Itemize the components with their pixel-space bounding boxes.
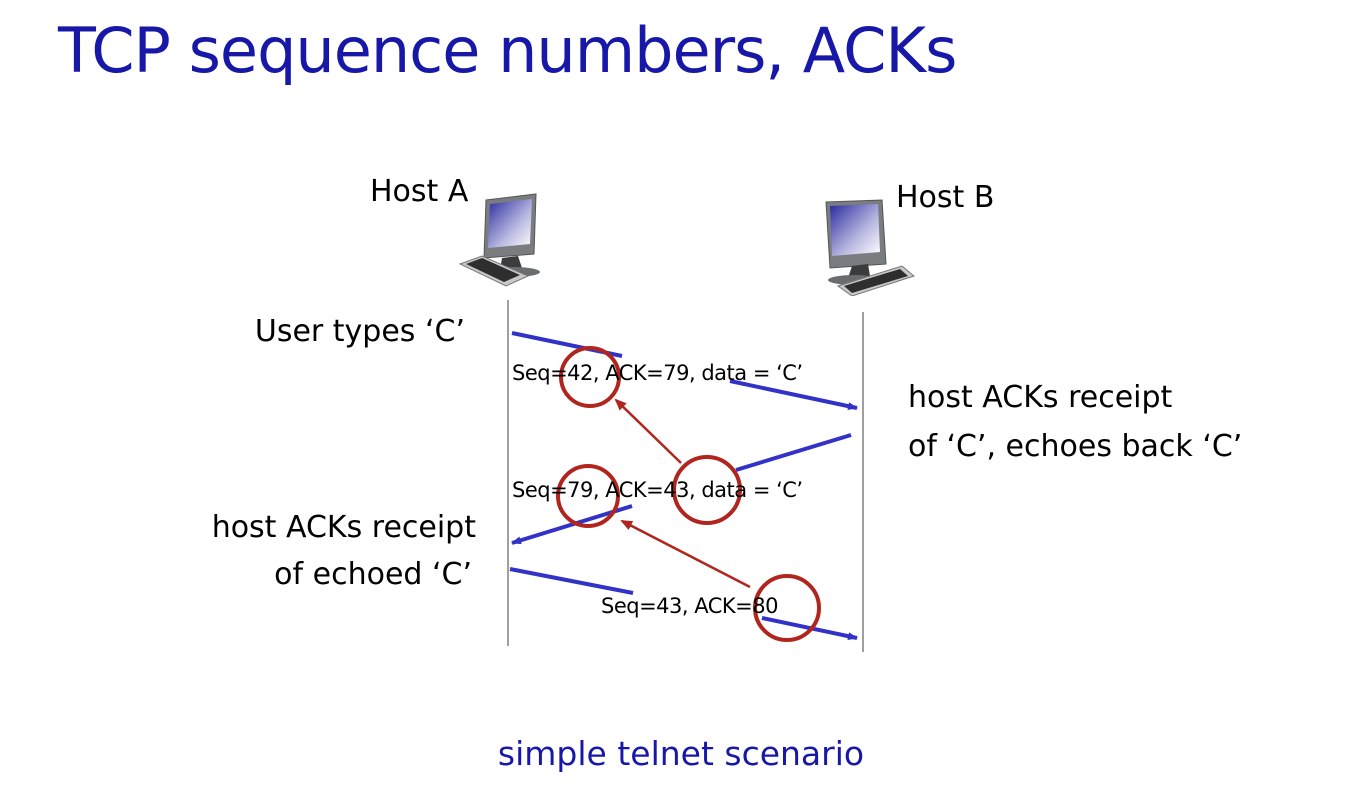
message-2-label: Seq=79, ACK=43, data = ‘C’ [512, 478, 803, 502]
user-types-label: User types ‘C’ [254, 314, 465, 349]
message-1-label: Seq=42, ACK=79, data = ‘C’ [512, 361, 803, 385]
highlight-seq-42 [559, 346, 621, 408]
host-a-action-line2: of echoed ‘C’ [274, 557, 472, 592]
link-ack43-to-seq42 [614, 398, 682, 464]
slide-title: TCP sequence numbers, ACKs [58, 14, 957, 87]
host-a-label: Host A [370, 174, 469, 209]
link-ack80-to-seq79 [620, 519, 751, 589]
host-b-action-line2: of ‘C’, echoes back ‘C’ [908, 429, 1243, 464]
host-b-label: Host B [896, 180, 995, 215]
host-b-computer-icon [825, 199, 916, 296]
message-3-arrow-start [509, 567, 634, 595]
host-a-computer-icon [458, 193, 540, 287]
highlight-seq-79 [556, 464, 620, 528]
highlight-ack-80 [753, 574, 821, 642]
message-3-label: Seq=43, ACK=80 [601, 594, 779, 618]
highlight-ack-43 [672, 455, 742, 525]
host-b-action-line1: host ACKs receipt [908, 380, 1173, 415]
message-2-arrow-start [735, 433, 852, 472]
message-1-arrow [729, 379, 858, 411]
scenario-caption: simple telnet scenario [497, 734, 865, 773]
host-a-action-line1: host ACKs receipt [211, 510, 476, 545]
